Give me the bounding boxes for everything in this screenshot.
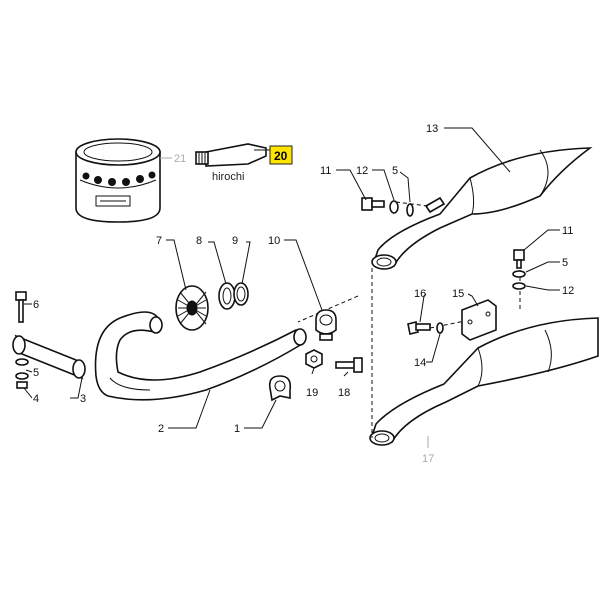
mount-line-bolt-top bbox=[395, 201, 429, 207]
left-muffler bbox=[371, 147, 593, 270]
sealant-tube bbox=[195, 143, 267, 167]
callout-11-top: 11 bbox=[320, 165, 331, 177]
mount-line-pipe bbox=[297, 295, 359, 323]
callout-19: 19 bbox=[306, 387, 318, 399]
callout-20: 20 bbox=[274, 149, 288, 163]
right-bolt-set bbox=[512, 249, 526, 290]
callout-17: 17 bbox=[422, 453, 434, 465]
callout-9: 9 bbox=[232, 235, 238, 247]
callout-21: 21 bbox=[174, 153, 186, 165]
callout-8: 8 bbox=[196, 235, 202, 247]
callout-7: 7 bbox=[156, 235, 162, 247]
rings bbox=[218, 282, 249, 310]
left-fasteners bbox=[15, 291, 29, 389]
callout-13: 13 bbox=[426, 123, 438, 135]
callout-5-left: 5 bbox=[33, 367, 39, 379]
clamp-nut bbox=[305, 349, 323, 369]
pipe-clamp bbox=[315, 309, 337, 341]
callout-10: 10 bbox=[268, 235, 280, 247]
connector-tube bbox=[12, 334, 86, 380]
header-pipe bbox=[94, 311, 307, 401]
finned-nut bbox=[175, 285, 209, 331]
callout-18: 18 bbox=[338, 387, 350, 399]
upper-bolt-set bbox=[361, 197, 414, 217]
right-muffler bbox=[369, 317, 599, 446]
callout-16: 16 bbox=[414, 288, 426, 300]
pipe-clip bbox=[268, 375, 292, 402]
muffler-bracket bbox=[407, 299, 497, 341]
callout-2: 2 bbox=[158, 423, 164, 435]
callout-14: 14 bbox=[414, 357, 426, 369]
callout-4: 4 bbox=[33, 393, 39, 405]
highlight-box bbox=[269, 145, 293, 165]
callout-12-right: 12 bbox=[562, 285, 574, 297]
clamp-bolt bbox=[335, 357, 363, 373]
sealant-tin bbox=[75, 138, 161, 223]
callout-15: 15 bbox=[452, 288, 464, 300]
watermark: hirochi bbox=[212, 171, 244, 183]
callout-12-top: 12 bbox=[356, 165, 368, 177]
callout-11-right: 11 bbox=[562, 225, 573, 237]
callout-3: 3 bbox=[80, 393, 86, 405]
callout-5-right: 5 bbox=[562, 257, 568, 269]
callout-6: 6 bbox=[33, 299, 39, 311]
highlighted-callout-20: 20 bbox=[269, 145, 293, 165]
callout-1: 1 bbox=[234, 423, 240, 435]
leader-lines bbox=[23, 127, 560, 448]
callout-5-top: 5 bbox=[392, 165, 398, 177]
